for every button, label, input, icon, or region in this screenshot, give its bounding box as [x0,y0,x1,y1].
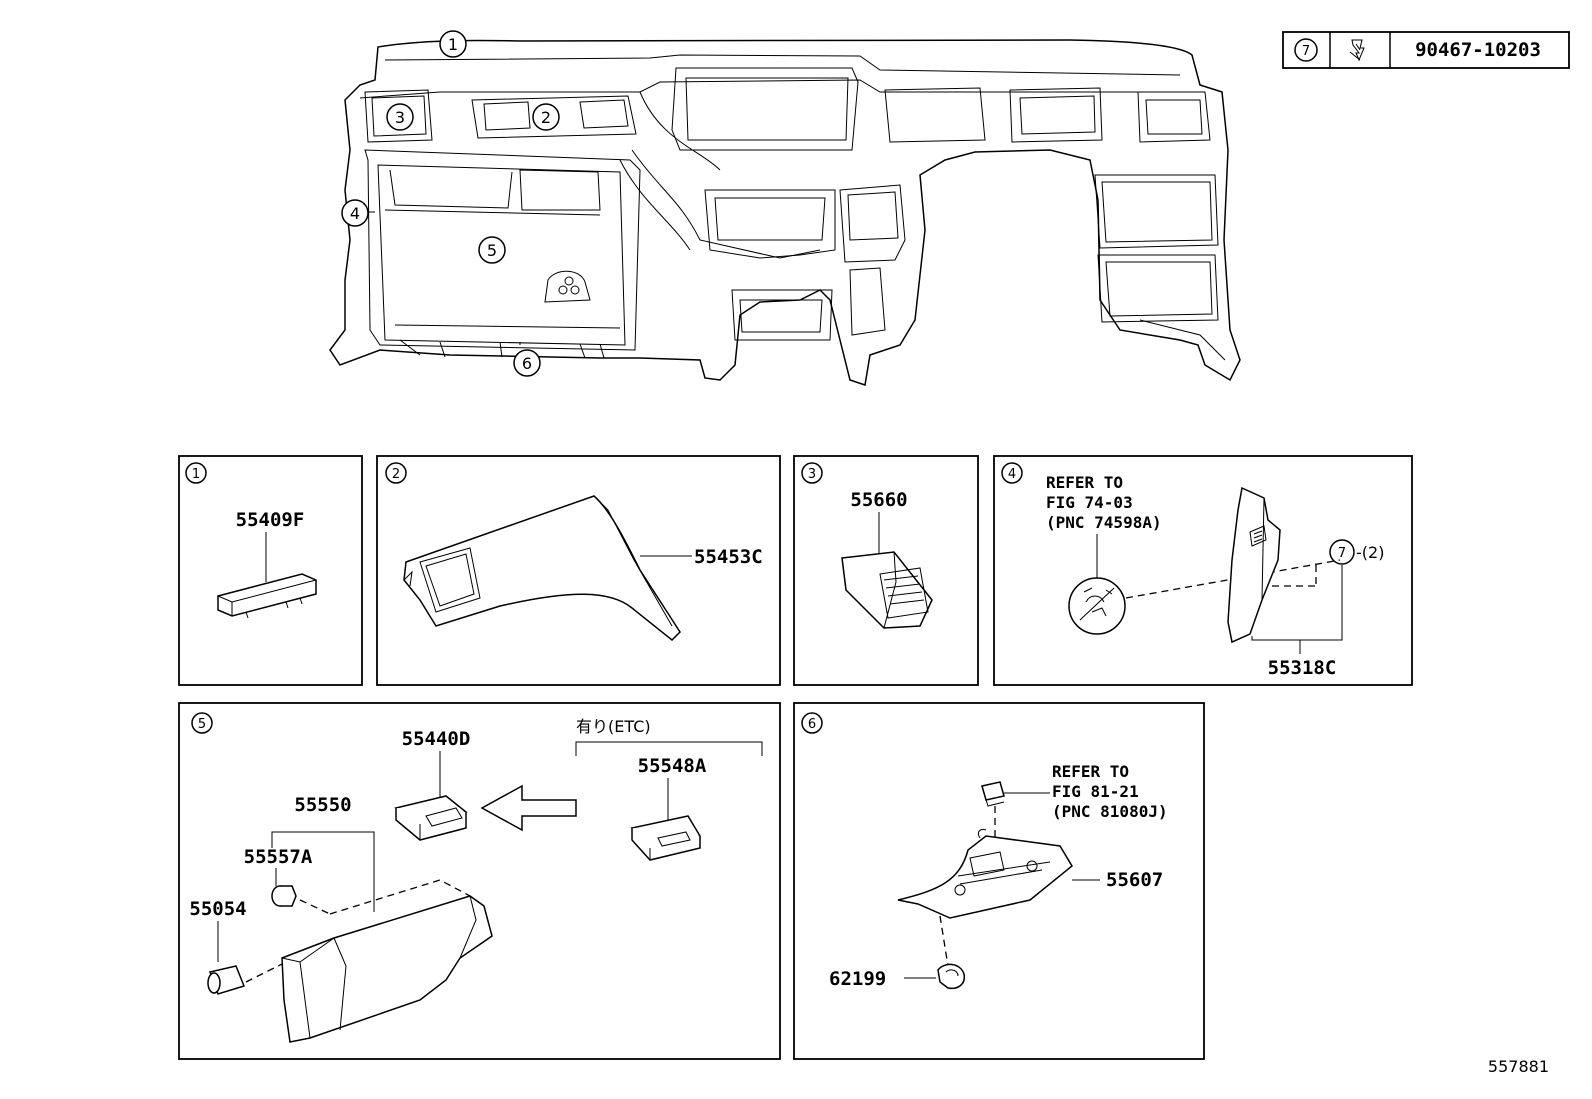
overview-callout-5: 5 [478,236,506,264]
part-label-55607: 55607 [1106,869,1163,891]
panel-5-callout: 5 [198,717,206,732]
panel-4-callout-7: 7 [1338,546,1346,561]
part-55550-glove-box-drawing [281,895,493,1043]
part-55054-drawing [207,965,245,995]
svg-text:3: 3 [395,108,405,127]
panel-2-callout: 2 [392,467,400,482]
panel-6-note-line-2: FIG 81-21 [1052,782,1139,801]
panel-1: 1 55409F [178,455,363,686]
key-table: 7 90467-10203 [1282,31,1570,69]
part-label-55548A: 55548A [638,755,707,777]
part-label-55550: 55550 [294,794,351,816]
svg-text:1: 1 [448,35,458,54]
part-label-55660: 55660 [850,489,907,511]
panel-4-qty: -(2) [1356,543,1384,562]
key-callout-text: 7 [1302,44,1310,59]
overview-callout-2: 2 [532,103,560,131]
svg-text:6: 6 [522,354,532,373]
replacement-arrow [480,784,577,832]
svg-text:2: 2 [541,108,551,127]
panel-1-callout: 1 [192,467,200,482]
panel-3: 3 55660 [793,455,979,686]
figure-id: 557881 [1488,1057,1549,1076]
panel-4-note-line-1: REFER TO [1046,473,1123,492]
panel-6-note-line-3: (PNC 81080J) [1052,802,1168,821]
part-label-55453C: 55453C [694,546,763,568]
overview-callout-6: 6 [513,349,541,377]
part-55557A-drawing [271,885,297,907]
clip-icon [1349,39,1365,62]
part-55607-drawing [897,829,1073,919]
part-81080J-drawing [981,781,1005,807]
airbag-label-drawing [1068,577,1126,635]
overview-callout-4: 4 [341,199,369,227]
part-label-55440D: 55440D [402,728,471,750]
callout-circle-7 [1294,38,1318,62]
panel-4: 4 REFER TO FIG 74-03 (PNC 74598A) 7 -(2)… [993,455,1413,686]
overview-callout-1: 1 [439,30,467,58]
overview-callout-3: 3 [386,103,414,131]
panel-4-note-line-3: (PNC 74598A) [1046,513,1162,532]
part-label-55054: 55054 [189,898,246,920]
part-label-62199: 62199 [829,968,886,990]
part-label-55318C: 55318C [1268,657,1337,679]
part-62199-clip-drawing [937,963,966,990]
svg-text:5: 5 [487,241,497,260]
panel-2: 2 55453C [376,455,781,686]
key-part-number: 90467-10203 [1415,39,1541,61]
instrument-panel-overview [329,39,1241,386]
part-55548A-drawing [630,815,702,861]
part-label-55557A: 55557A [244,846,313,868]
option-label-etc: 有り(ETC) [576,717,651,736]
part-label-55409F: 55409F [236,509,305,531]
panel-5: 5 有り(ETC) 55548A 55440D 55550 55557A [178,702,781,1060]
svg-text:4: 4 [350,204,360,223]
part-55660-drawing [841,551,933,629]
panel-4-callout: 4 [1008,467,1016,482]
panel-3-callout: 3 [808,467,816,482]
panel-4-note-line-2: FIG 74-03 [1046,493,1133,512]
part-55440D-drawing [394,795,468,841]
panel-6: 6 REFER TO FIG 81-21 (PNC 81080J) 55607 … [793,702,1205,1060]
part-55453C-drawing [403,495,681,642]
part-55409F-drawing [217,573,317,619]
panel-6-callout: 6 [808,717,816,732]
panel-6-note-line-1: REFER TO [1052,762,1129,781]
part-55318C-drawing [1227,486,1281,644]
